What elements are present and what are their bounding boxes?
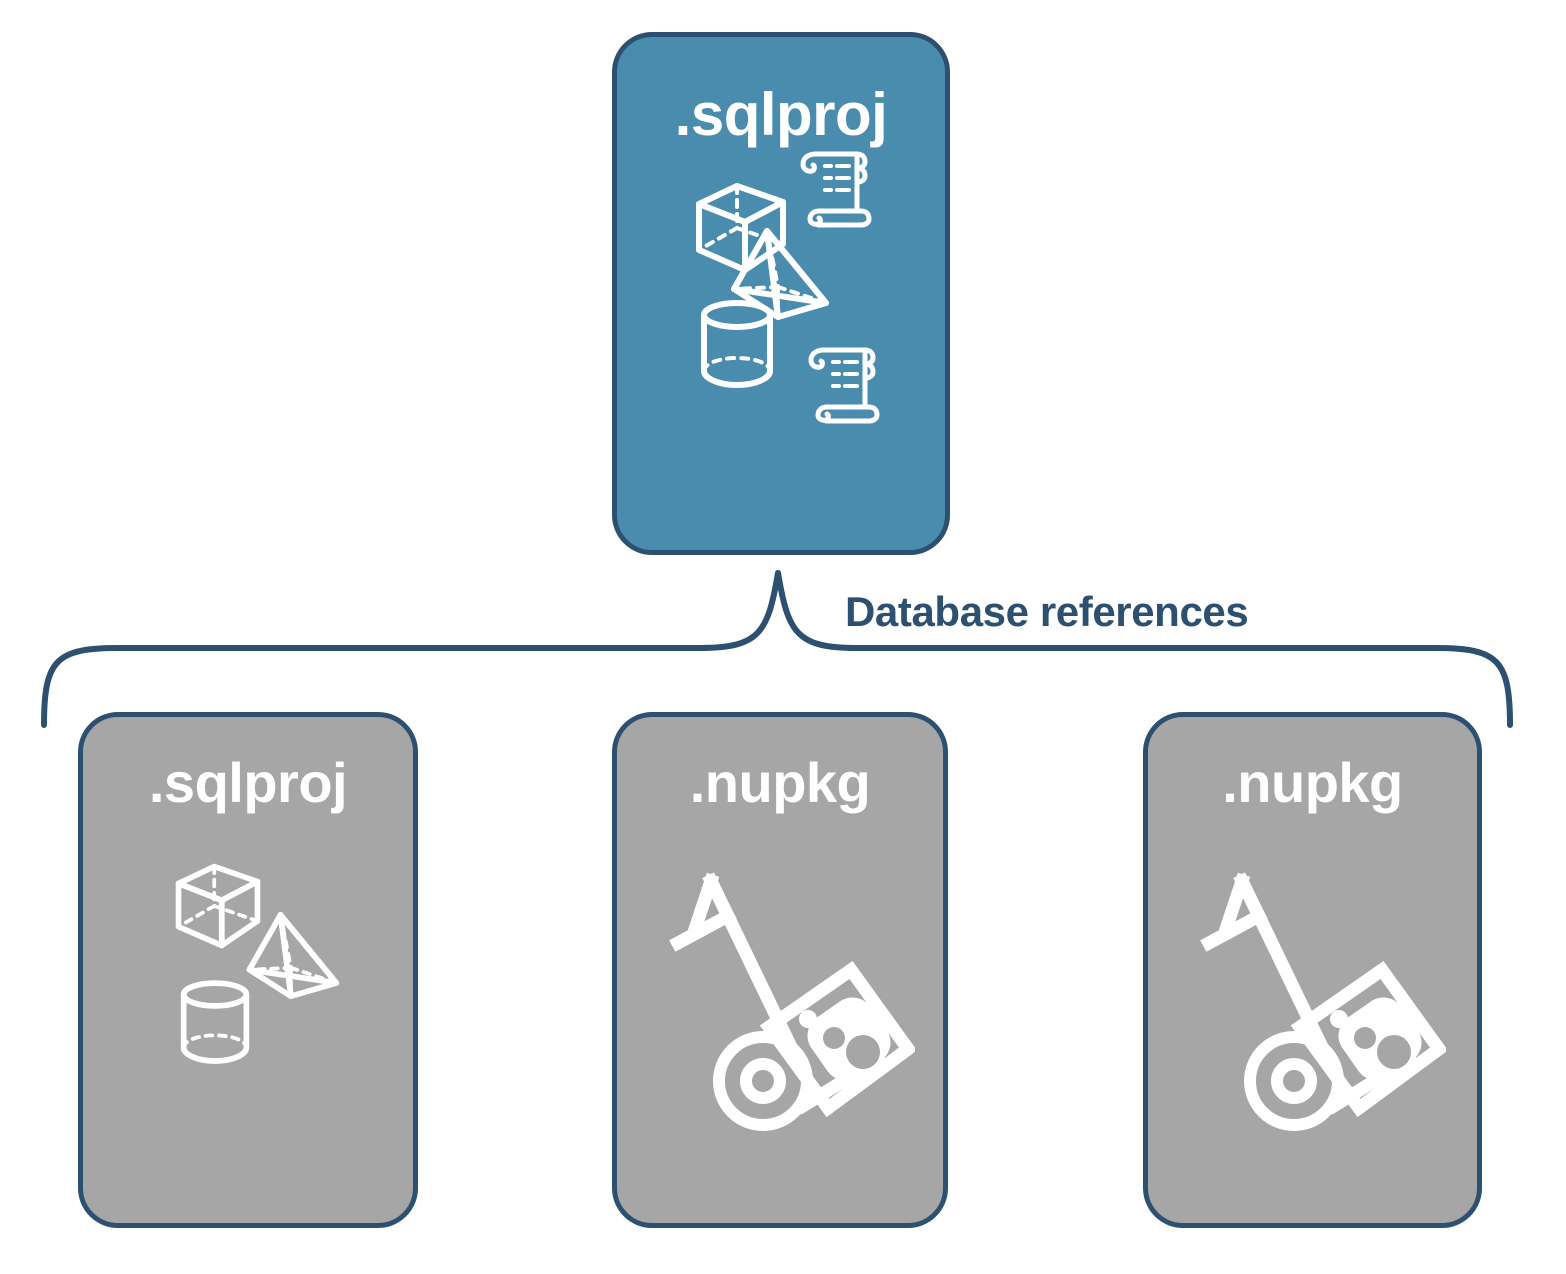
node-reference-nupkg-2[interactable]: .nupkg <box>1143 712 1482 1228</box>
node-reference-sqlproj[interactable]: .sqlproj <box>78 712 418 1228</box>
cylinder-icon <box>180 980 250 1064</box>
node-reference-nupkg-1-icons <box>617 811 943 1223</box>
cylinder-icon <box>701 300 773 388</box>
hand-truck-icon <box>1200 872 1446 1131</box>
scroll-icon <box>808 347 880 424</box>
node-reference-sqlproj-icons <box>83 811 413 1223</box>
node-reference-sqlproj-label: .sqlproj <box>148 751 348 814</box>
node-reference-nupkg-2-label: .nupkg <box>1222 751 1403 814</box>
node-reference-nupkg-1-label: .nupkg <box>689 751 871 814</box>
node-reference-nupkg-2-icons <box>1148 811 1477 1223</box>
hand-truck-icon <box>669 872 915 1131</box>
nuget-package-icon <box>799 997 891 1081</box>
nuget-package-icon <box>1330 997 1422 1081</box>
node-root-sqlproj-icons <box>617 145 945 550</box>
scroll-icon <box>800 151 872 228</box>
brace-caption: Database references <box>845 588 1249 635</box>
node-root-sqlproj-label: .sqlproj <box>674 81 888 148</box>
node-root-sqlproj[interactable]: .sqlproj <box>612 32 950 555</box>
pyramid-icon <box>731 228 829 320</box>
node-reference-nupkg-1[interactable]: .nupkg <box>612 712 948 1228</box>
cube-icon <box>175 863 261 949</box>
pyramid-icon <box>246 912 340 1000</box>
